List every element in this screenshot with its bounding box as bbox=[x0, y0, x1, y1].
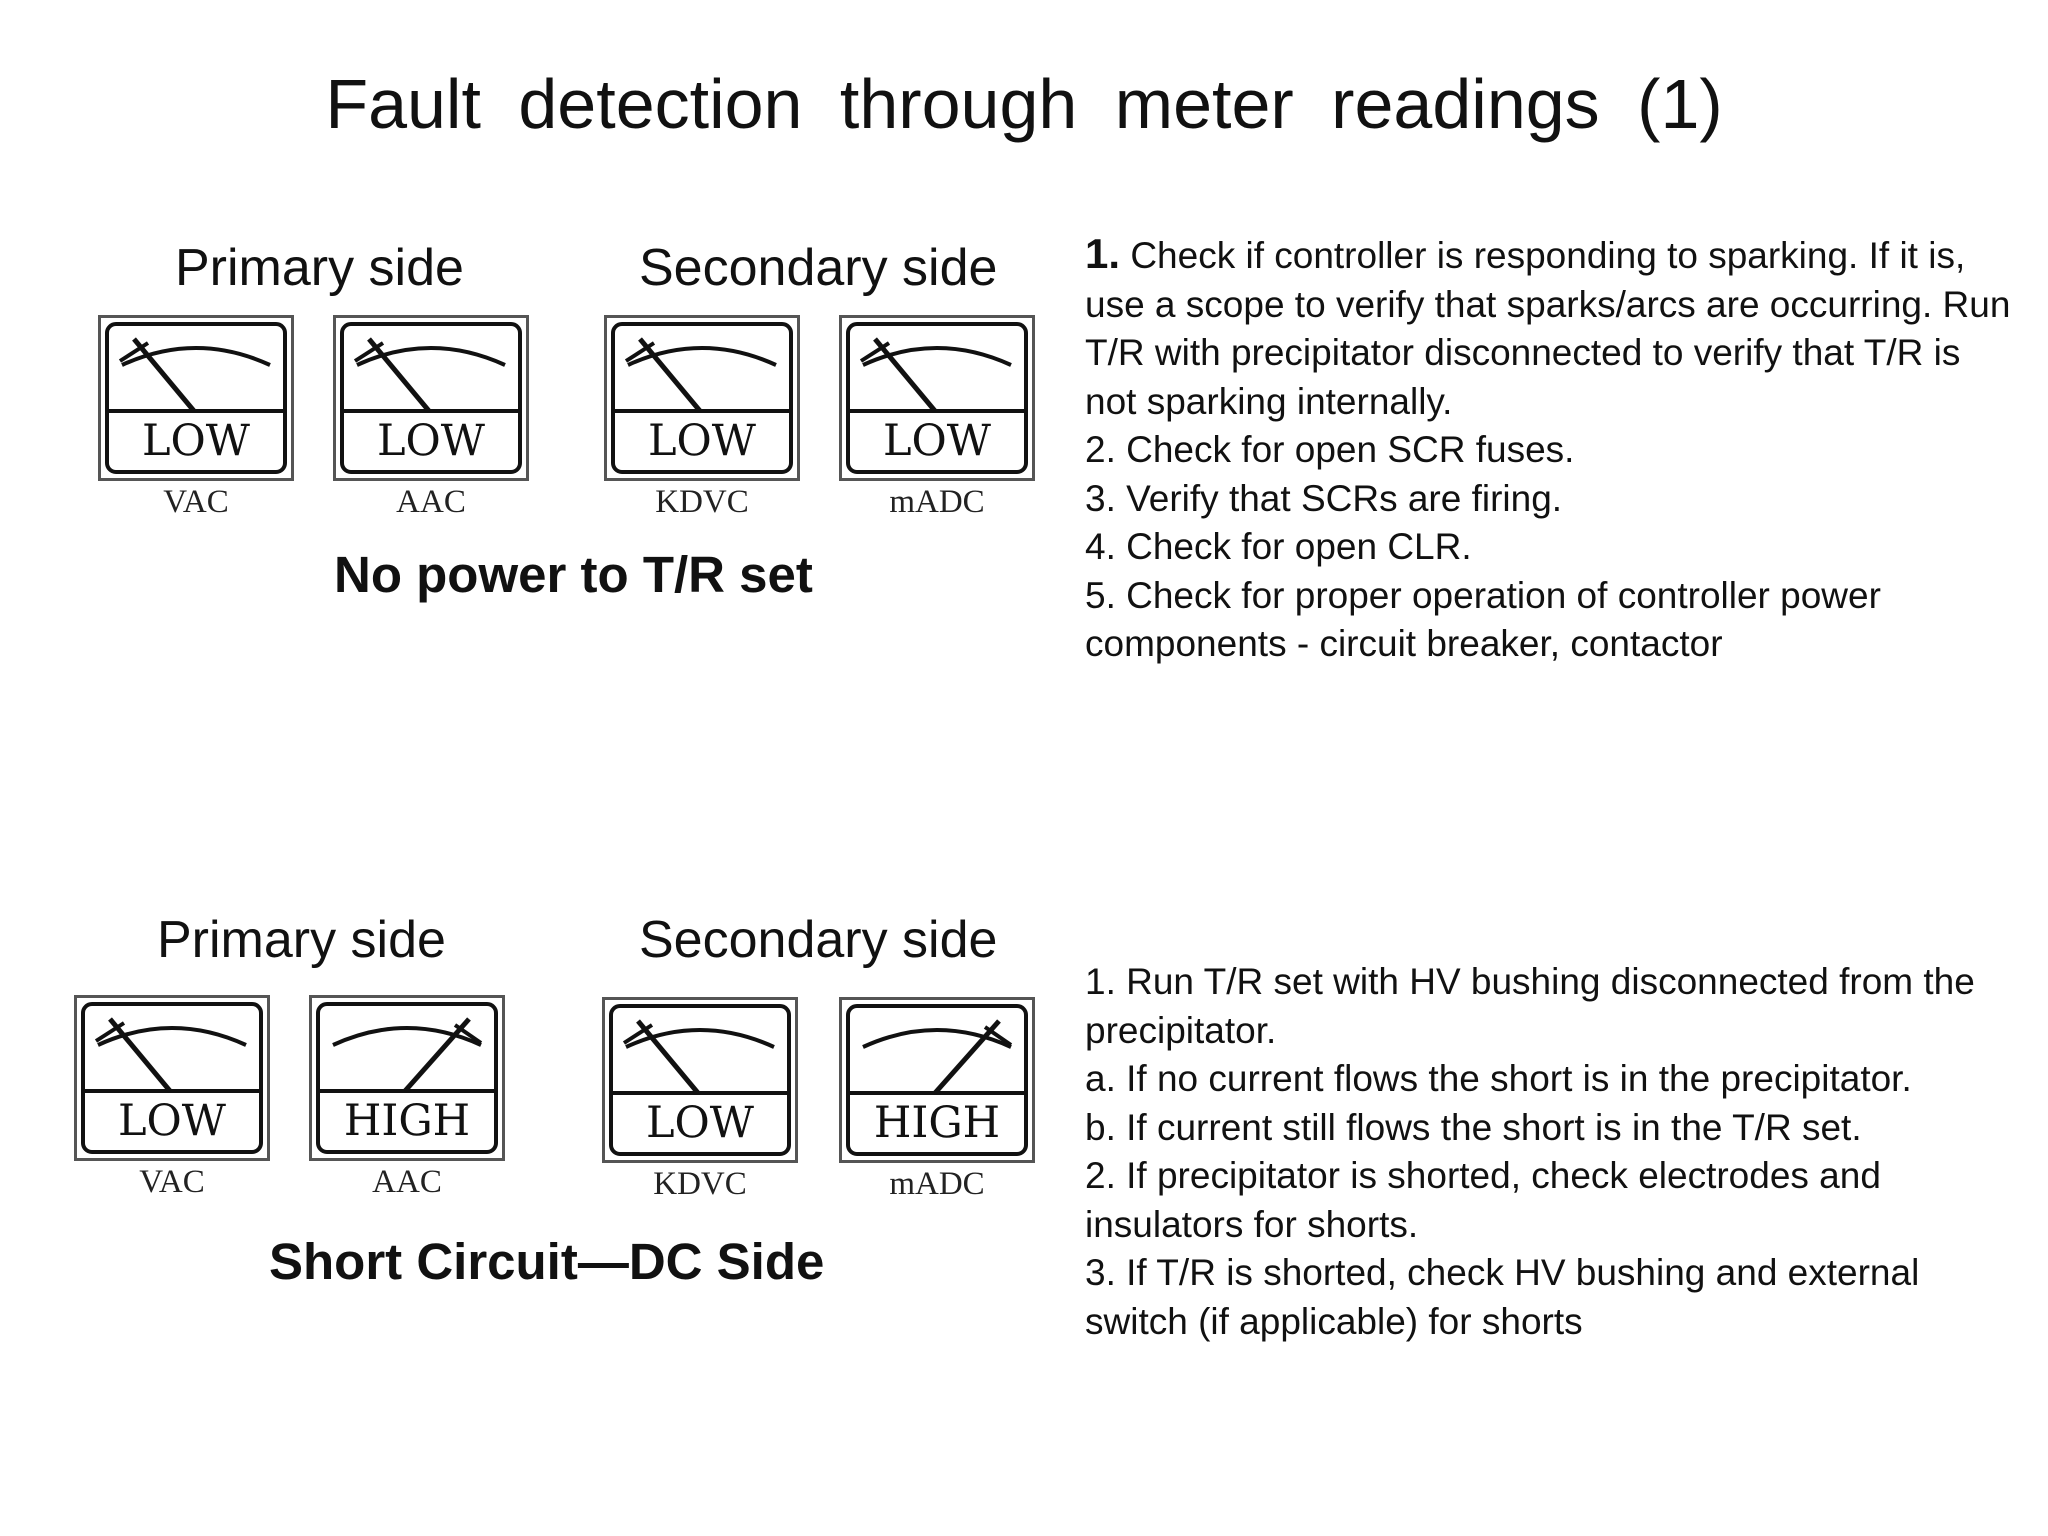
meter-reading: LOW bbox=[377, 416, 486, 466]
panel2-unit-madc: mADC bbox=[889, 1166, 985, 1202]
meter-needle-tick bbox=[353, 341, 385, 363]
meter-needle bbox=[933, 1019, 1001, 1095]
meter-needle-tick bbox=[453, 1023, 483, 1045]
panel2-unit-aac: AAC bbox=[372, 1164, 442, 1200]
meter-reading: HIGH bbox=[874, 1098, 1000, 1148]
panel2-meter-aac: HIGH bbox=[309, 995, 505, 1161]
meter-scale-arc bbox=[625, 1028, 775, 1049]
meter-needle bbox=[403, 1017, 471, 1093]
meter-face: HIGH bbox=[839, 997, 1035, 1163]
meter-scale-arc bbox=[121, 346, 271, 367]
panel2-meter-vac: LOW bbox=[74, 995, 270, 1161]
meter-face: LOW bbox=[74, 995, 270, 1161]
meter-reading: LOW bbox=[118, 1096, 227, 1146]
meter-face: LOW bbox=[602, 997, 798, 1163]
meter-scale-arc bbox=[627, 346, 777, 367]
meter-reading: HIGH bbox=[344, 1096, 470, 1146]
meter-needle-tick bbox=[624, 341, 656, 363]
meter-needle-tick bbox=[983, 1025, 1013, 1047]
panel1-steps: 1. Check if controller is responding to … bbox=[1085, 230, 2015, 669]
panel2-step: b. If current still flows the short is i… bbox=[1085, 1106, 1862, 1148]
slide-title: Fault detection through meter readings (… bbox=[325, 65, 1723, 143]
meter-needle-tick bbox=[622, 1023, 654, 1045]
panel1-step: 3. Verify that SCRs are firing. bbox=[1085, 477, 1563, 519]
panel1-meter-aac: LOW bbox=[333, 315, 529, 481]
meter-scale-arc bbox=[332, 1026, 482, 1047]
panel1-meter-vac: LOW bbox=[98, 315, 294, 481]
panel2-step: 3. If T/R is shorted, check HV bushing a… bbox=[1085, 1252, 1920, 1342]
panel1-step: 4. Check for open CLR. bbox=[1085, 526, 1472, 567]
panel1-unit-aac: AAC bbox=[396, 484, 466, 520]
panel1-unit-kdvc: KDVC bbox=[655, 484, 749, 520]
meter-needle-tick bbox=[859, 341, 891, 363]
panel1-unit-madc: mADC bbox=[889, 484, 985, 520]
panel2-secondary-label: Secondary side bbox=[639, 911, 998, 969]
panel1-step: 1. Check if controller is responding to … bbox=[1085, 230, 2015, 426]
meter-face: LOW bbox=[604, 315, 800, 481]
panel1-secondary-label: Secondary side bbox=[639, 239, 998, 297]
panel2-caption: Short Circuit—DC Side bbox=[269, 1233, 825, 1290]
panel2-unit-vac: VAC bbox=[139, 1164, 205, 1200]
meter-needle bbox=[108, 1017, 172, 1093]
panel2-step: 1. Run T/R set with HV bushing disconnec… bbox=[1085, 961, 1975, 1051]
panel2-meter-kdvc: LOW bbox=[602, 997, 798, 1163]
panel2-step: 2. If precipitator is shorted, check ele… bbox=[1085, 1155, 1881, 1245]
panel1-step-text: Check if controller is responding to spa… bbox=[1085, 235, 2011, 422]
meter-scale-arc bbox=[862, 346, 1012, 367]
panel2-step: a. If no current flows the short is in t… bbox=[1085, 1058, 1912, 1099]
meter-needle bbox=[132, 337, 196, 413]
meter-face: HIGH bbox=[309, 995, 505, 1161]
panel1-unit-vac: VAC bbox=[163, 484, 229, 520]
panel1-step-lead-number: 1. bbox=[1085, 230, 1121, 277]
panel1-meter-kdvc: LOW bbox=[604, 315, 800, 481]
meter-reading: LOW bbox=[142, 416, 251, 466]
meter-face: LOW bbox=[839, 315, 1035, 481]
meter-needle bbox=[367, 337, 431, 413]
meter-needle bbox=[638, 337, 702, 413]
meter-face: LOW bbox=[333, 315, 529, 481]
panel2-primary-label: Primary side bbox=[157, 911, 446, 969]
meter-scale-arc bbox=[862, 1028, 1012, 1049]
meter-needle-tick bbox=[118, 341, 150, 363]
meter-scale-arc bbox=[356, 346, 506, 367]
meter-face: LOW bbox=[98, 315, 294, 481]
meter-reading: LOW bbox=[646, 1098, 755, 1148]
meter-needle-tick bbox=[94, 1021, 126, 1043]
panel1-primary-label: Primary side bbox=[175, 239, 464, 297]
panel2-steps: 1. Run T/R set with HV bushing disconnec… bbox=[1085, 958, 2015, 1346]
panel1-step: 2. Check for open SCR fuses. bbox=[1085, 429, 1575, 470]
panel2-meter-madc: HIGH bbox=[839, 997, 1035, 1163]
meter-reading: LOW bbox=[883, 416, 992, 466]
meter-reading: LOW bbox=[648, 416, 757, 466]
meter-scale-arc bbox=[97, 1026, 247, 1047]
meter-needle bbox=[873, 337, 937, 413]
panel2-unit-kdvc: KDVC bbox=[653, 1166, 747, 1202]
panel1-caption: No power to T/R set bbox=[334, 546, 813, 603]
meter-needle bbox=[636, 1019, 700, 1095]
panel1-step: 5. Check for proper operation of control… bbox=[1085, 574, 1881, 665]
panel1-meter-madc: LOW bbox=[839, 315, 1035, 481]
